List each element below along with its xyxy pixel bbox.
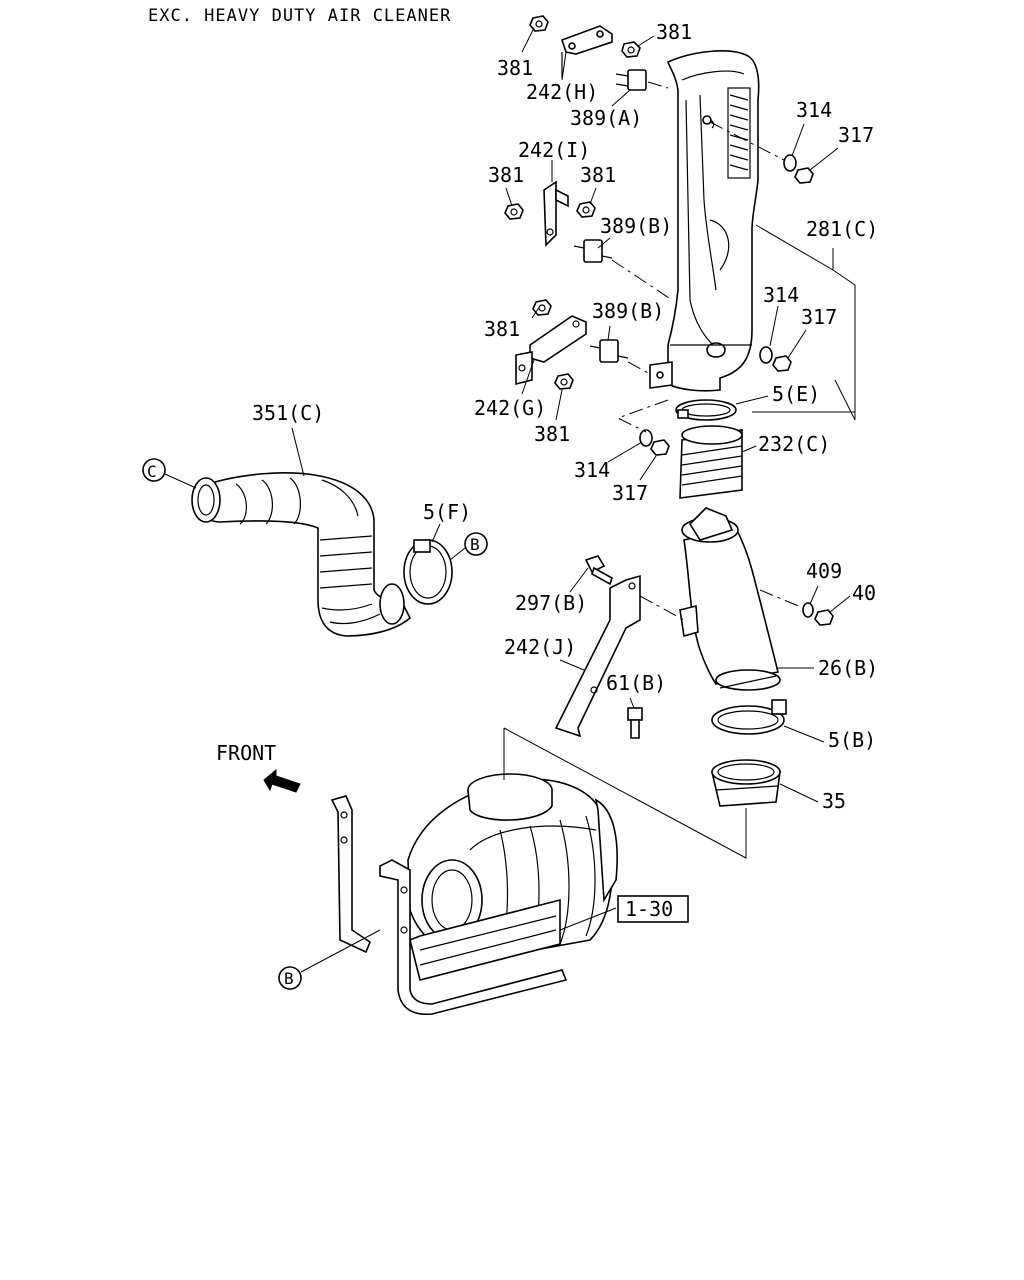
front-arrow-icon xyxy=(263,768,301,793)
washer-314-upper xyxy=(709,121,797,172)
reference-box-label: 1-30 xyxy=(625,897,673,921)
label-281c: 281(C) xyxy=(806,217,878,241)
nut-381-top-right xyxy=(621,41,641,58)
front-label: FRONT xyxy=(216,741,276,765)
svg-text:B: B xyxy=(470,535,480,554)
label-61b: 61(B) xyxy=(606,671,666,695)
label-409: 409 xyxy=(806,559,842,583)
label-242i: 242(I) xyxy=(518,138,590,162)
assembly-line-air-cleaner xyxy=(503,727,747,859)
label-297b: 297(B) xyxy=(515,591,587,615)
nut-381-mid-left xyxy=(504,203,524,220)
bracket-242j xyxy=(554,574,685,738)
washer-409 xyxy=(802,602,814,618)
label-5b: 5(B) xyxy=(828,728,876,752)
mount-389a xyxy=(615,69,669,91)
washer-314-lower xyxy=(639,429,653,447)
nut-381-mid-right xyxy=(576,201,596,218)
label-389b: 389(B) xyxy=(600,214,672,238)
label-389a: 389(A) xyxy=(570,106,642,130)
label-381: 381 xyxy=(580,163,616,187)
clamp-5b xyxy=(711,699,787,735)
bracket-242i xyxy=(543,180,569,247)
label-242g: 242(G) xyxy=(474,396,546,420)
nut-317-mid xyxy=(772,355,792,372)
nut-381-lower-bottom xyxy=(554,373,574,390)
label-381: 381 xyxy=(497,56,533,80)
label-leader-lines xyxy=(291,27,851,803)
label-242h: 242(H) xyxy=(526,80,598,104)
label-314: 314 xyxy=(574,458,610,482)
label-389b: 389(B) xyxy=(592,299,664,323)
label-314: 314 xyxy=(796,98,832,122)
label-317: 317 xyxy=(801,305,837,329)
bracket-242h xyxy=(560,25,613,78)
nut-317-upper xyxy=(794,167,814,184)
hose-351c xyxy=(191,472,411,637)
label-5f: 5(F) xyxy=(423,500,471,524)
diagram-title: EXC. HEAVY DUTY AIR CLEANER xyxy=(148,6,451,26)
bolt-61b xyxy=(627,707,643,739)
label-35: 35 xyxy=(822,789,846,813)
callout-c-left: C xyxy=(142,458,197,489)
centerline-lower-mount xyxy=(616,399,669,433)
label-317: 317 xyxy=(612,481,648,505)
support-bracket-rear xyxy=(330,795,371,954)
svg-text:C: C xyxy=(147,462,157,481)
nut-40 xyxy=(814,609,834,626)
label-314: 314 xyxy=(763,283,799,307)
support-bracket-front xyxy=(379,859,568,1015)
air-cleaner-assembly xyxy=(407,773,618,961)
bolt-297b xyxy=(584,555,613,586)
label-232c: 232(C) xyxy=(758,432,830,456)
sleeve-35 xyxy=(710,759,781,807)
callout-b-right: B xyxy=(449,532,488,561)
callout-b-bottom: B xyxy=(278,929,381,990)
leader-ref-box xyxy=(559,907,617,931)
label-381: 381 xyxy=(656,20,692,44)
svg-text:B: B xyxy=(284,969,294,988)
leader-281c-group xyxy=(752,224,856,421)
nut-381-top-left xyxy=(529,15,549,32)
nut-317-lower xyxy=(650,439,670,456)
mount-389b-upper xyxy=(573,239,673,301)
label-242j: 242(J) xyxy=(504,635,576,659)
label-5e: 5(E) xyxy=(772,382,820,406)
part-labels: 381 381 242(H) 389(A) 314 317 242(I) 381… xyxy=(252,20,878,813)
label-317: 317 xyxy=(838,123,874,147)
clamp-5e xyxy=(675,399,737,421)
reference-box-1-30: 1-30 xyxy=(617,895,689,923)
boot-232c xyxy=(679,425,743,499)
mount-389b-lower xyxy=(589,339,651,375)
label-381: 381 xyxy=(534,422,570,446)
clamp-5f xyxy=(403,539,453,605)
washer-314-mid xyxy=(759,346,773,364)
label-40: 40 xyxy=(852,581,876,605)
label-381: 381 xyxy=(488,163,524,187)
bracket-242g xyxy=(515,315,587,386)
label-351c: 351(C) xyxy=(252,401,324,425)
label-381: 381 xyxy=(484,317,520,341)
elbow-26b xyxy=(679,507,809,691)
label-26b: 26(B) xyxy=(818,656,878,680)
